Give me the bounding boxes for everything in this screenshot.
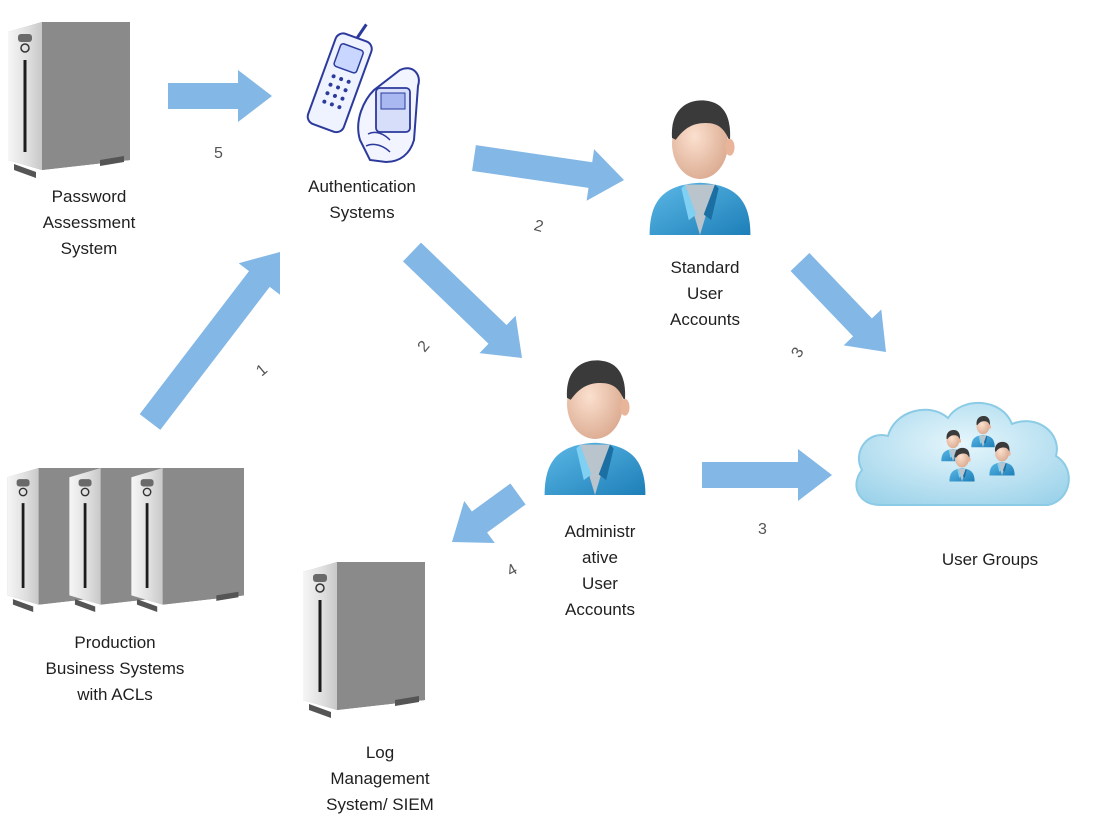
arrow-3b	[702, 449, 832, 501]
server-rack-icon	[5, 466, 246, 614]
arrow-1	[139, 252, 280, 430]
admin-accounts-label: Administr ative User Accounts	[564, 522, 636, 619]
arrow-4	[452, 483, 526, 543]
user-groups-label: User Groups	[941, 550, 1039, 569]
admin-user-icon	[544, 360, 646, 495]
log-management-label: Log Management System/ SIEM	[326, 743, 434, 814]
arrow-5	[168, 70, 272, 122]
flow-arrows	[139, 70, 886, 543]
standard-accounts-label: Standard User Accounts	[670, 258, 740, 329]
authentication-systems-label: Authentication Systems	[308, 177, 416, 222]
standard-user-icon	[649, 100, 751, 236]
production-systems-label: Production Business Systems with ACLs	[45, 633, 185, 704]
arrow-2b	[403, 242, 522, 358]
step-label-5: 5	[214, 145, 223, 162]
arrow-3a	[790, 253, 886, 352]
user-group-cloud-icon	[855, 402, 1070, 506]
password-assessment-server-icon	[6, 20, 132, 180]
log-management-server-icon	[301, 560, 427, 720]
arrow-2a	[472, 145, 624, 201]
step-label-3b: 3	[758, 521, 767, 538]
password-assessment-label: Password Assessment System	[42, 187, 136, 258]
handheld-devices-icon	[306, 23, 420, 164]
